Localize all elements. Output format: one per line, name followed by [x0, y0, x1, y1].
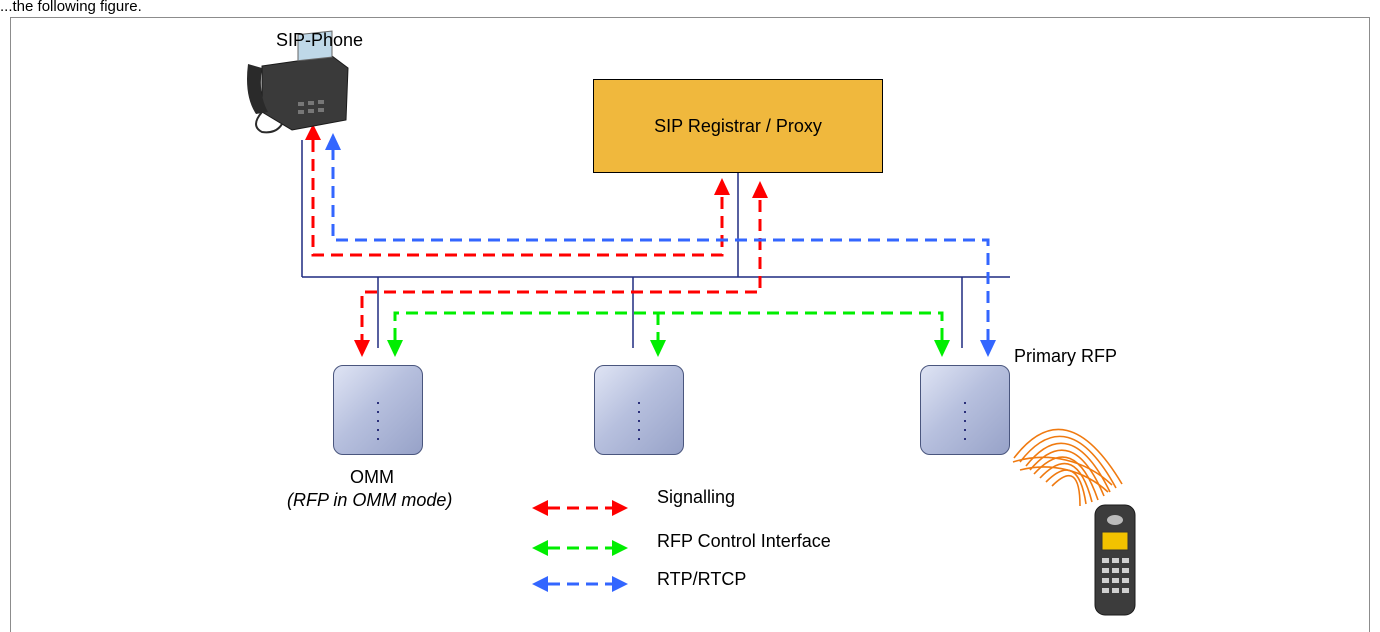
control-arrow-rfp2 — [650, 340, 666, 357]
signalling-paths — [311, 140, 762, 342]
network-lines — [301, 140, 1010, 348]
legend-control-sample — [532, 540, 628, 556]
legend-control-label: RFP Control Interface — [657, 531, 831, 551]
signalling-arrow-to-registrar — [714, 178, 730, 195]
rtp-arrow-to-rfp3 — [980, 340, 996, 357]
legend-rtp-label: RTP/RTCP — [657, 569, 747, 589]
signalling-arrowheads — [305, 124, 768, 357]
rtp-arrowheads — [325, 133, 996, 357]
sip-registrar-box: SIP Registrar / Proxy — [593, 79, 883, 173]
signalling-registrar-omm — [360, 200, 762, 342]
desk-phone-icon — [247, 30, 349, 134]
signalling-arrow-to-registrar-2 — [752, 181, 768, 198]
control-omm-rfp3 — [393, 311, 944, 340]
omm-label: OMM — [350, 467, 394, 487]
rtp-phone-rfp3 — [331, 148, 990, 340]
handset-icon — [1094, 504, 1136, 616]
registrar-label: SIP Registrar / Proxy — [654, 115, 822, 136]
rtp-arrow-to-phone — [325, 133, 341, 150]
legend-signalling-label: Signalling — [657, 487, 736, 507]
signalling-phone-registrar — [311, 140, 724, 257]
primary-rfp-label: Primary RFP — [1014, 346, 1117, 366]
radio-waves-icon — [1012, 428, 1123, 507]
sip-phone-label: SIP-Phone — [276, 30, 364, 50]
control-arrow-omm — [387, 340, 403, 357]
omm-rfp-icon — [333, 365, 423, 455]
omm-sub-label: (RFP in OMM mode) — [287, 490, 453, 510]
rfp-control-arrowheads — [387, 340, 950, 357]
rtp-paths — [331, 148, 990, 340]
rfp-control-paths — [393, 311, 944, 340]
control-arrow-rfp3 — [934, 340, 950, 357]
legend-signalling-sample — [532, 500, 628, 516]
legend-rtp-sample — [532, 576, 628, 592]
diagram-frame — [10, 17, 1370, 632]
primary-rfp-icon — [920, 365, 1010, 455]
signalling-arrow-to-omm — [354, 340, 370, 357]
signalling-arrow-to-phone — [305, 124, 321, 140]
header-text: ...the following figure. — [0, 0, 142, 15]
rfp-base-station-icon — [594, 365, 684, 455]
